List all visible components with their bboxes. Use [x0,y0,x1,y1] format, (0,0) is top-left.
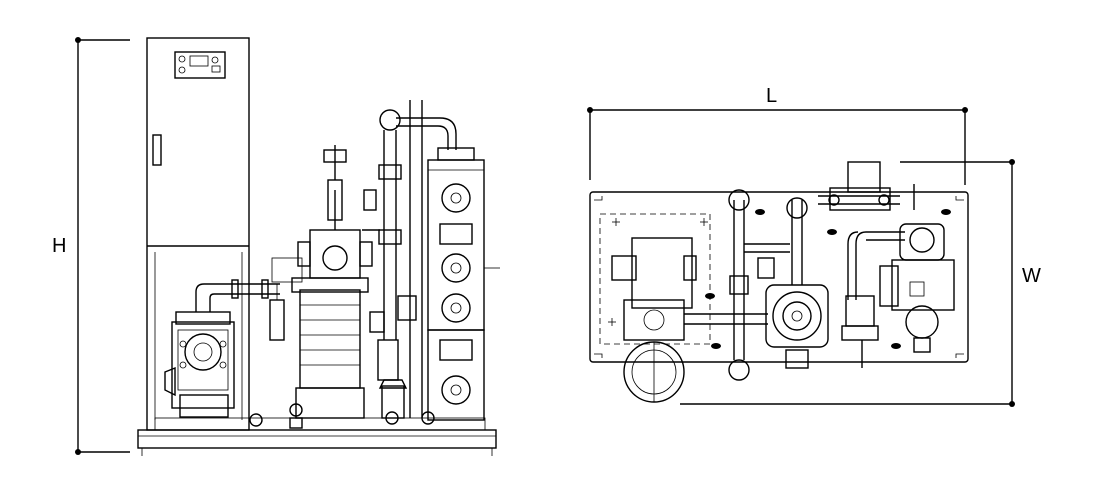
base-frame [137,417,497,456]
left-pump [164,279,280,418]
base-plate [589,191,969,363]
central-pump [269,145,373,419]
front-view: H [52,37,500,456]
right-pump-top [891,223,955,353]
width-dimension: W [680,159,1041,407]
flange-column [427,147,500,421]
height-label: H [52,235,66,257]
control-display [174,51,226,79]
height-dimension: H [52,37,130,455]
top-view: L W [587,85,1041,407]
motor [611,237,697,403]
width-label: W [1022,265,1041,287]
door-handle [152,134,162,166]
length-label: L [766,85,777,107]
control-cabinet [146,37,250,431]
top-piping [684,189,790,381]
right-valve-group [818,161,915,368]
length-dimension: L [587,85,968,185]
vertical-piping [362,100,457,418]
central-pump-top [757,197,829,369]
right-small-pump [369,295,417,419]
base-valves [249,403,435,429]
mounting-marks [608,209,951,349]
